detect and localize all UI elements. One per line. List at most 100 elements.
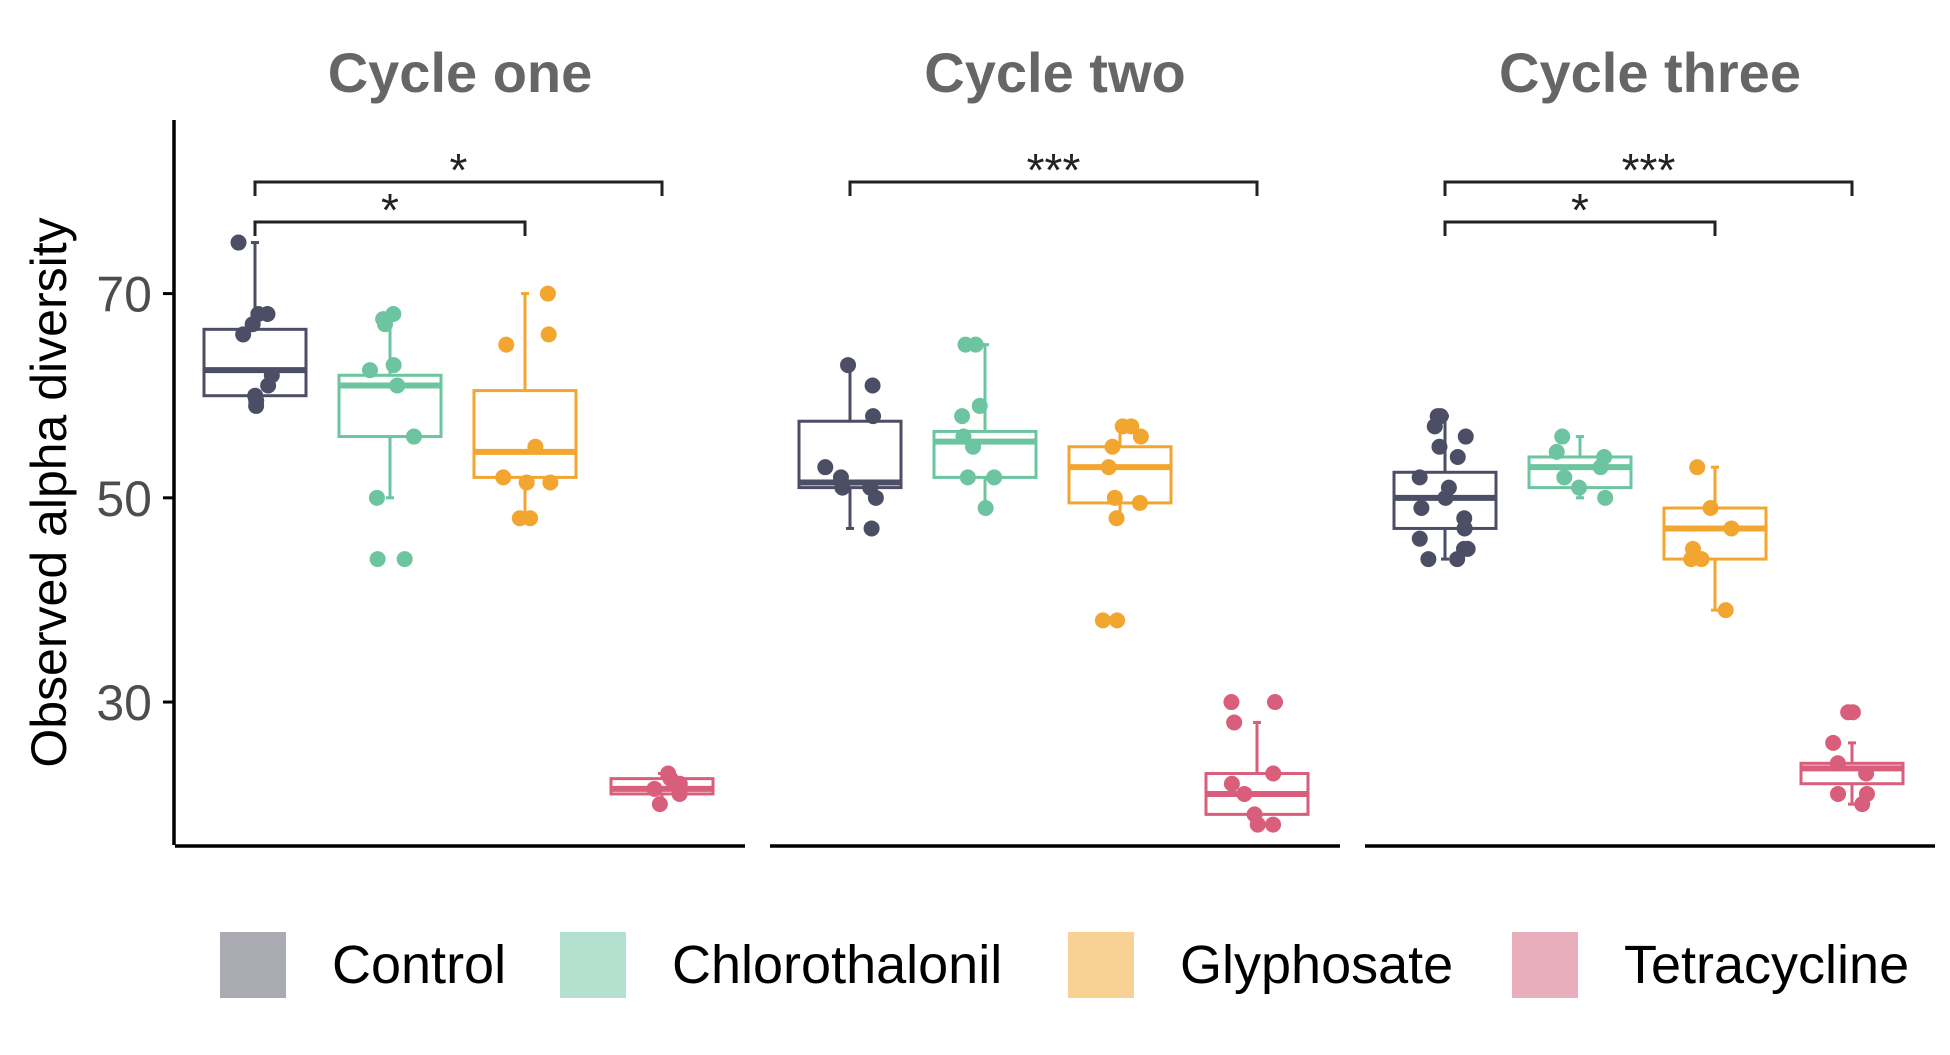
point-cycle-one-control: [235, 326, 252, 343]
point-cycle-three-control: [1449, 551, 1466, 568]
point-cycle-three-tetracycline: [1840, 704, 1857, 721]
y-axis-label: Observed alpha diversity: [21, 217, 77, 767]
point-cycle-one-chlorothalonil: [369, 551, 386, 568]
point-cycle-one-glyphosate: [495, 469, 512, 486]
point-cycle-two-chlorothalonil: [971, 397, 988, 414]
point-cycle-two-chlorothalonil: [986, 469, 1003, 486]
legend: Control Chlorothalonil Glyphosate Tetrac…: [0, 920, 1950, 1010]
point-cycle-two-chlorothalonil: [977, 500, 994, 517]
point-cycle-three-chlorothalonil: [1548, 443, 1565, 460]
point-cycle-three-control: [1411, 530, 1428, 547]
point-cycle-three-chlorothalonil: [1592, 459, 1609, 476]
point-cycle-one-control: [260, 377, 277, 394]
point-cycle-one-glyphosate: [527, 438, 544, 455]
legend-key-control: [220, 932, 286, 998]
point-cycle-two-glyphosate: [1132, 428, 1149, 445]
point-cycle-one-control: [244, 316, 261, 333]
point-cycle-two-tetracycline: [1223, 775, 1240, 792]
point-cycle-two-control: [817, 459, 834, 476]
significance-label-cycle-two-1: ***: [1027, 144, 1081, 196]
point-cycle-three-control: [1431, 438, 1448, 455]
point-cycle-three-glyphosate: [1702, 500, 1719, 517]
point-cycle-one-glyphosate: [518, 474, 535, 491]
legend-label-chlorothalonil: Chlorothalonil: [672, 935, 1003, 995]
legend-item-tetracycline: Tetracycline: [1512, 920, 1909, 1010]
significance-bracket-cycle-three-1: [1443, 180, 1854, 196]
point-cycle-two-tetracycline: [1267, 694, 1284, 711]
legend-label-glyphosate: Glyphosate: [1180, 935, 1454, 995]
point-cycle-two-control: [840, 357, 857, 374]
point-cycle-two-chlorothalonil: [965, 438, 982, 455]
point-cycle-three-tetracycline: [1858, 765, 1875, 782]
point-cycle-one-tetracycline: [671, 785, 688, 802]
significance-label-cycle-one-1: *: [450, 144, 468, 196]
significance-bracket-cycle-one-1: [253, 180, 664, 196]
point-cycle-two-tetracycline: [1226, 714, 1243, 731]
point-cycle-three-control: [1437, 489, 1454, 506]
y-tick-label-30: 30: [96, 675, 152, 731]
point-cycle-two-control: [865, 408, 882, 425]
point-cycle-three-chlorothalonil: [1597, 489, 1614, 506]
point-cycle-one-chlorothalonil: [405, 428, 422, 445]
point-cycle-one-glyphosate: [540, 326, 557, 343]
point-cycle-one-glyphosate: [542, 474, 559, 491]
point-cycle-three-glyphosate: [1683, 551, 1700, 568]
point-cycle-two-control: [867, 489, 884, 506]
point-cycle-three-glyphosate: [1689, 459, 1706, 476]
facet-title-cycle-three: Cycle three: [1499, 41, 1801, 104]
y-tick-label-50: 50: [96, 471, 152, 527]
box-cycle-one-glyphosate: [472, 389, 578, 479]
point-cycle-one-tetracycline: [651, 796, 668, 813]
significance-label-cycle-three-1: ***: [1622, 144, 1676, 196]
legend-label-tetracycline: Tetracycline: [1624, 935, 1910, 995]
point-cycle-two-tetracycline: [1249, 816, 1266, 833]
point-cycle-one-tetracycline: [646, 780, 663, 797]
point-cycle-one-chlorothalonil: [368, 489, 385, 506]
point-cycle-three-tetracycline: [1830, 785, 1847, 802]
significance-label-cycle-one-2: *: [381, 184, 399, 236]
legend-key-chlorothalonil: [560, 932, 626, 998]
point-cycle-two-control: [863, 520, 880, 537]
point-cycle-two-glyphosate: [1108, 510, 1125, 527]
significance-bracket-cycle-three-2: [1443, 220, 1717, 236]
point-cycle-two-chlorothalonil: [954, 408, 971, 425]
point-cycle-one-chlorothalonil: [361, 362, 378, 379]
point-cycle-three-control: [1459, 540, 1476, 557]
point-cycle-two-tetracycline: [1223, 694, 1240, 711]
point-cycle-three-control: [1449, 448, 1466, 465]
point-cycle-one-chlorothalonil: [385, 357, 402, 374]
y-tick-label-70: 70: [96, 267, 152, 323]
legend-item-chlorothalonil: Chlorothalonil: [560, 920, 1002, 1010]
point-cycle-three-chlorothalonil: [1554, 428, 1571, 445]
point-cycle-three-control: [1457, 428, 1474, 445]
facet-title-cycle-two: Cycle two: [924, 41, 1185, 104]
point-cycle-two-glyphosate: [1100, 459, 1117, 476]
point-cycle-one-control: [230, 234, 247, 251]
point-cycle-one-glyphosate: [498, 336, 515, 353]
point-cycle-three-glyphosate: [1723, 520, 1740, 537]
point-cycle-one-glyphosate: [539, 285, 556, 302]
point-cycle-two-control: [834, 479, 851, 496]
point-cycle-three-chlorothalonil: [1556, 469, 1573, 486]
point-cycle-one-chlorothalonil: [389, 377, 406, 394]
significance-bracket-cycle-two-1: [848, 180, 1259, 196]
point-cycle-one-control: [248, 397, 265, 414]
point-cycle-three-control: [1420, 551, 1437, 568]
legend-label-control: Control: [332, 935, 507, 995]
point-cycle-two-glyphosate: [1104, 438, 1121, 455]
point-cycle-two-glyphosate: [1094, 612, 1111, 629]
point-cycle-one-chlorothalonil: [396, 551, 413, 568]
legend-item-control: Control: [220, 920, 506, 1010]
point-cycle-two-glyphosate: [1106, 489, 1123, 506]
legend-key-tetracycline: [1512, 932, 1578, 998]
point-cycle-three-glyphosate: [1717, 602, 1734, 619]
point-cycle-two-glyphosate: [1109, 612, 1126, 629]
point-cycle-three-chlorothalonil: [1571, 479, 1588, 496]
point-cycle-one-chlorothalonil: [377, 316, 394, 333]
point-cycle-two-control: [864, 377, 881, 394]
significance-label-cycle-three-2: *: [1571, 184, 1589, 236]
box-cycle-two-chlorothalonil: [932, 429, 1038, 479]
point-cycle-two-chlorothalonil: [967, 336, 984, 353]
point-cycle-two-tetracycline: [1265, 765, 1282, 782]
